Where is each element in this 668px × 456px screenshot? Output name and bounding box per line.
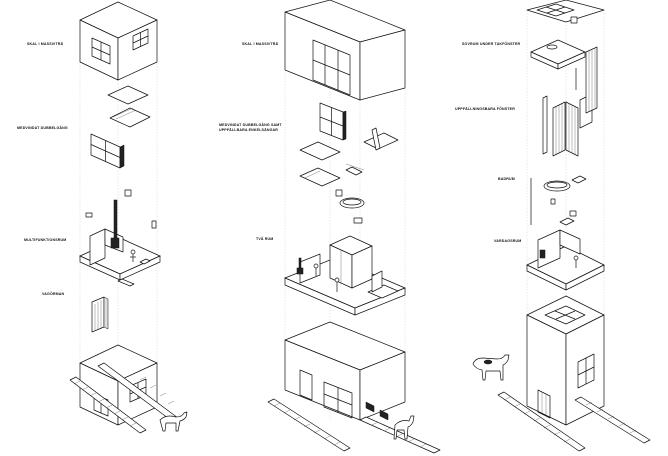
skylight-roof-3 bbox=[526, 0, 605, 24]
label-bath-3: BADRUM bbox=[498, 177, 515, 181]
label-door-1: VAGÖRMAN bbox=[42, 291, 65, 296]
label-bunk-1: MEDVINDAT DUBBELGÅNG bbox=[17, 125, 68, 130]
multifunction-room-1 bbox=[79, 199, 161, 287]
shell-module-2 bbox=[284, 0, 406, 101]
rails-3 bbox=[497, 391, 651, 452]
bunk-platforms-1 bbox=[107, 85, 151, 128]
living-room-3 bbox=[526, 217, 605, 291]
base-tower-3 bbox=[526, 295, 605, 426]
column-2-cabin: SKAL I MASSIVTRÄ MEDVINDAT DUBBELGÅNG SA… bbox=[219, 0, 441, 454]
column-1-cabin: SKAL I MASSIVTRÄ MEDVINDAT DUBBELGÅNG MU… bbox=[17, 1, 188, 434]
label-windows-3: UPPFÄLLNINGSBARA FÖNSTER bbox=[455, 106, 515, 111]
shell-module-1 bbox=[79, 1, 158, 81]
label-multiroom-1: MULTIFUNKTIONSRUM bbox=[24, 238, 66, 242]
bed-3 bbox=[530, 39, 586, 70]
label-bedroom-3: SOVRUM UNDER TAKFÖNSTER bbox=[462, 41, 521, 46]
bathtub-2 bbox=[339, 197, 365, 209]
label-shell-1: SKAL I MASSIVTRÄ bbox=[27, 42, 64, 46]
door-component-1 bbox=[91, 296, 109, 333]
rails-2 bbox=[267, 398, 441, 454]
two-room-floor-2 bbox=[283, 235, 407, 316]
bunk-platforms-2 bbox=[299, 127, 399, 187]
label-bunk-2b: UPPFÄLLBARA ENKELSÄNGAR bbox=[219, 128, 278, 132]
goat-illustration-1 bbox=[159, 411, 188, 432]
folding-windows-3 bbox=[542, 46, 598, 157]
label-rooms-2: TVÅ RUM bbox=[256, 236, 273, 241]
goat-illustration-2 bbox=[393, 415, 415, 440]
window-component-2 bbox=[319, 102, 347, 141]
label-living-3: VARDAGSRUM bbox=[494, 239, 521, 243]
cow-illustration-3 bbox=[472, 354, 510, 381]
base-module-2 bbox=[284, 321, 406, 421]
label-shell-2: SKAL I MASSIVTRÄ bbox=[242, 42, 279, 46]
window-component-1 bbox=[90, 133, 125, 169]
column-3-tower: SOVRUM UNDER TAKFÖNSTER UPPFÄLLNINGSBARA… bbox=[455, 0, 651, 452]
bathtub-3 bbox=[530, 175, 587, 225]
label-bunk-2a: MEDVINDAT DUBBELGÅNG SAMT bbox=[219, 122, 282, 127]
